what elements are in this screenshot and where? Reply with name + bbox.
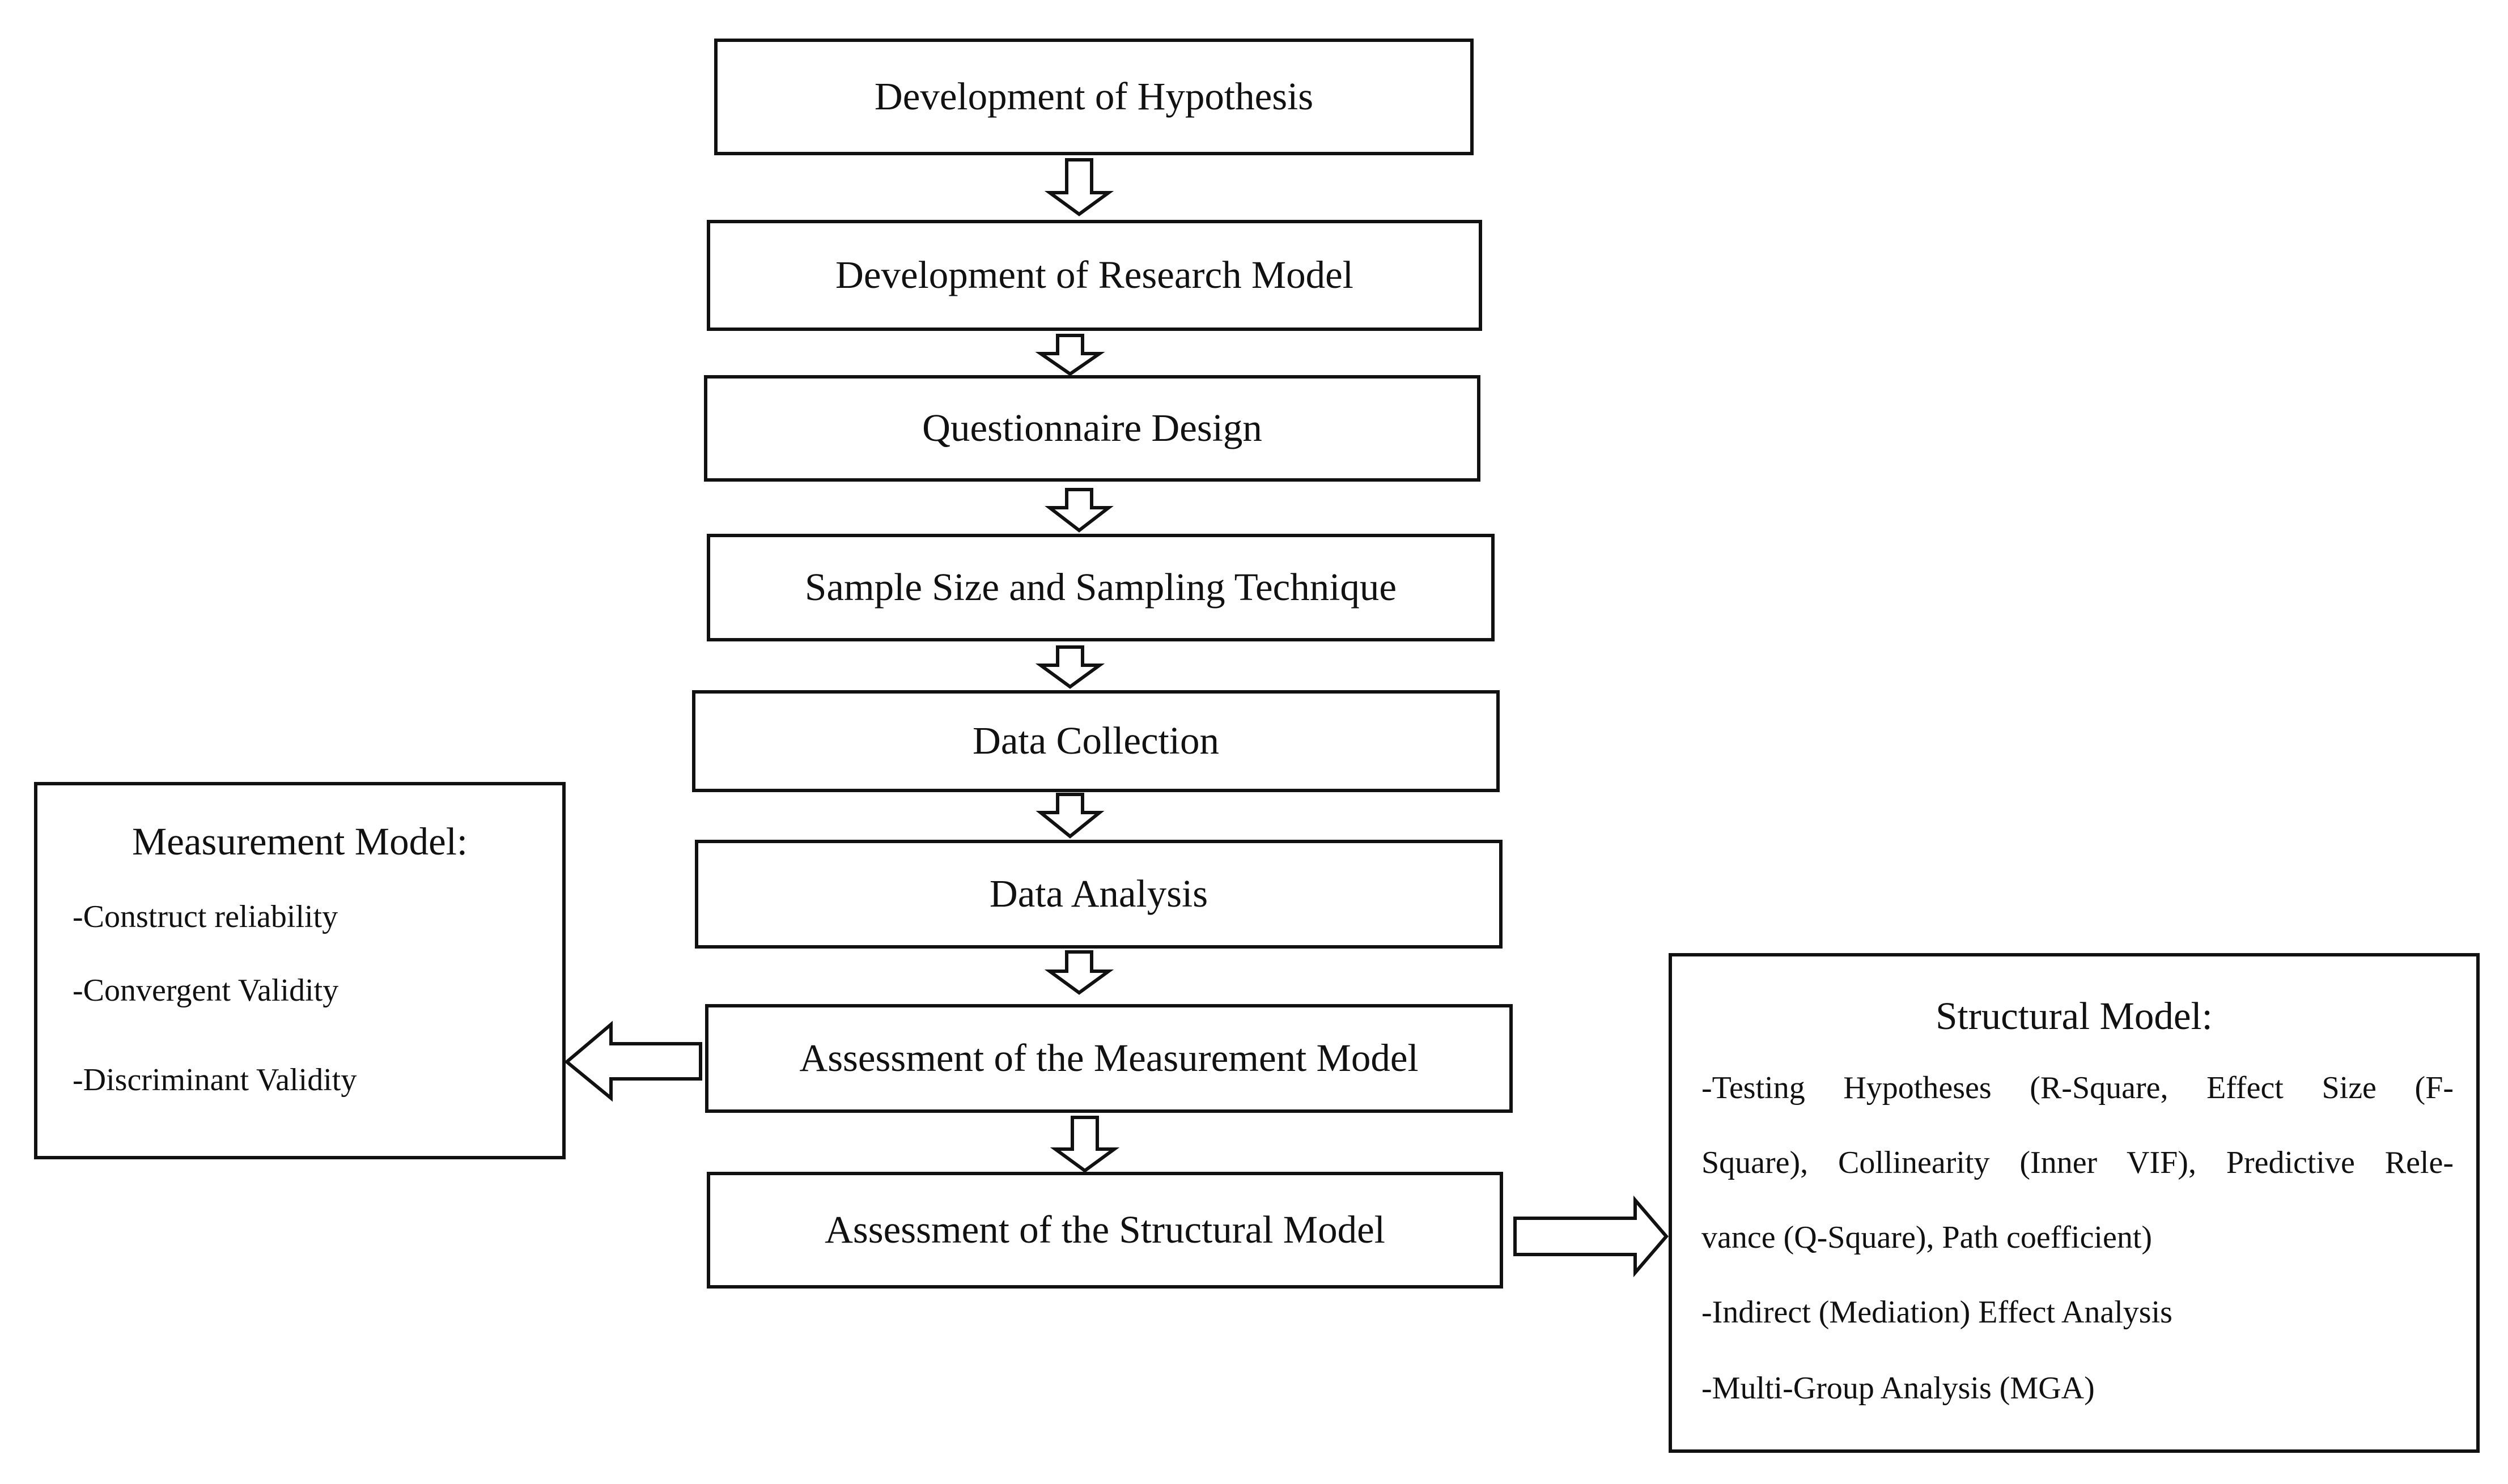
structural-item-multi-group-analysis: -Multi-Group Analysis (MGA) [1701, 1371, 2095, 1406]
left-arrow-to-measurement [564, 1020, 702, 1102]
down-arrow-5 [1036, 793, 1105, 839]
structural-model-box: Structural Model: -Testing Hypotheses (R… [1669, 953, 2480, 1453]
structural-line-collinearity: Square), Collinearity (Inner VIF), Predi… [1701, 1145, 2454, 1180]
down-arrow-1 [1044, 158, 1114, 216]
step-label: Questionnaire Design [922, 406, 1262, 450]
step-label: Data Collection [973, 719, 1219, 763]
down-arrow-2 [1035, 334, 1105, 376]
step-development-of-research-model: Development of Research Model [707, 220, 1482, 331]
down-arrow-6 [1044, 950, 1114, 995]
structural-model-title: Structural Model: [1936, 994, 2213, 1037]
step-sample-size-and-sampling-technique: Sample Size and Sampling Technique [707, 534, 1495, 641]
step-label: Development of Hypothesis [874, 75, 1314, 118]
step-label: Data Analysis [989, 872, 1208, 916]
step-label: Assessment of the Structural Model [825, 1208, 1385, 1252]
step-data-collection: Data Collection [692, 690, 1500, 792]
step-label: Sample Size and Sampling Technique [804, 565, 1397, 609]
step-label: Development of Research Model [835, 253, 1353, 297]
measurement-item-convergent-validity: -Convergent Validity [73, 973, 339, 1008]
measurement-model-title: Measurement Model: [131, 820, 468, 863]
measurement-model-box: Measurement Model: -Construct reliabilit… [34, 782, 566, 1159]
right-arrow-to-structural [1513, 1195, 1669, 1278]
step-label: Assessment of the Measurement Model [799, 1036, 1419, 1080]
step-assessment-of-measurement-model: Assessment of the Measurement Model [705, 1004, 1513, 1113]
down-arrow-4 [1035, 645, 1105, 689]
down-arrow-3 [1045, 488, 1114, 533]
step-development-of-hypothesis: Development of Hypothesis [714, 39, 1474, 155]
step-questionnaire-design: Questionnaire Design [704, 375, 1480, 482]
structural-line-testing-hypotheses: -Testing Hypotheses (R-Square, Effect Si… [1701, 1070, 2454, 1105]
measurement-item-discriminant-validity: -Discriminant Validity [73, 1062, 357, 1098]
step-data-analysis: Data Analysis [695, 840, 1503, 949]
measurement-item-construct-reliability: -Construct reliability [73, 899, 338, 934]
step-assessment-of-structural-model: Assessment of the Structural Model [707, 1172, 1503, 1289]
structural-item-mediation-analysis: -Indirect (Mediation) Effect Analysis [1701, 1295, 2172, 1330]
structural-line-predictive-relevance: vance (Q-Square), Path coefficient) [1701, 1220, 2153, 1255]
down-arrow-7 [1050, 1116, 1120, 1173]
